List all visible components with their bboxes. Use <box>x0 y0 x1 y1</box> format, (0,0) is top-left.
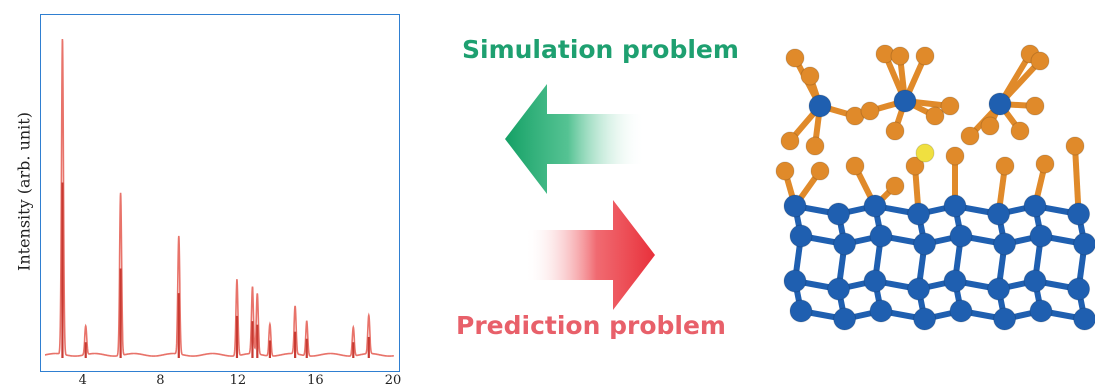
atom-56 <box>885 176 905 196</box>
spectrum-svg <box>44 38 394 358</box>
atom-54 <box>810 161 830 181</box>
atom-52 <box>1025 96 1045 116</box>
atom-6 <box>827 277 851 301</box>
atom-61 <box>1065 136 1085 156</box>
y-axis-label: Intensity (arb. unit) <box>14 112 34 271</box>
atom-12 <box>907 202 931 226</box>
atom-16 <box>943 194 967 218</box>
prediction-problem-label: Prediction problem <box>456 311 726 340</box>
atom-58 <box>945 146 965 166</box>
atom-33 <box>893 89 917 113</box>
atom-4 <box>827 202 851 226</box>
simulation-arrow-left <box>505 84 645 194</box>
atom-29 <box>1073 232 1095 256</box>
atom-42 <box>780 131 800 151</box>
atom-25 <box>1029 224 1053 248</box>
atom-9 <box>869 224 893 248</box>
atom-60 <box>1035 154 1055 174</box>
atom-2 <box>783 269 807 293</box>
atom-11 <box>869 299 893 323</box>
atom-51 <box>1010 121 1030 141</box>
atom-13 <box>913 232 937 256</box>
atom-28 <box>1067 202 1091 226</box>
atom-35 <box>785 48 805 68</box>
atom-27 <box>1029 299 1053 323</box>
x-tick-20: 20 <box>384 373 402 388</box>
atom-5 <box>833 232 857 256</box>
atom-14 <box>907 277 931 301</box>
atom-31 <box>1073 307 1095 331</box>
atom-19 <box>949 299 973 323</box>
atom-34 <box>988 92 1012 116</box>
atom-18 <box>943 269 967 293</box>
x-tick-16: 16 <box>307 373 324 388</box>
atom-57 <box>905 156 925 176</box>
atom-43 <box>805 136 825 156</box>
atom-20 <box>987 202 1011 226</box>
bond-78 <box>1072 145 1082 215</box>
atom-49 <box>960 126 980 146</box>
atom-46 <box>885 121 905 141</box>
atom-21 <box>993 232 1017 256</box>
atom-24 <box>1023 194 1047 218</box>
atom-7 <box>833 307 857 331</box>
atom-15 <box>913 307 937 331</box>
atom-47 <box>925 106 945 126</box>
atom-59 <box>995 156 1015 176</box>
atom-53 <box>775 161 795 181</box>
atom-10 <box>863 269 887 293</box>
simulation-problem-label: Simulation problem <box>462 35 739 64</box>
xrd-spectrum-plot <box>40 14 400 372</box>
atom-55 <box>845 156 865 176</box>
atom-36 <box>800 66 820 86</box>
atom-17 <box>949 224 973 248</box>
spectrum-line <box>44 38 394 357</box>
atom-62 <box>915 143 935 163</box>
x-tick-8: 8 <box>156 373 165 388</box>
atom-1 <box>789 224 813 248</box>
atom-39 <box>915 46 935 66</box>
atom-30 <box>1067 277 1091 301</box>
atom-48 <box>940 96 960 116</box>
atom-38 <box>890 46 910 66</box>
crystal-structure-model <box>775 44 1095 331</box>
atom-32 <box>808 94 832 118</box>
atom-50 <box>980 116 1000 136</box>
atom-26 <box>1023 269 1047 293</box>
atom-0 <box>783 194 807 218</box>
atom-22 <box>987 277 1011 301</box>
atom-41 <box>1030 51 1050 71</box>
prediction-arrow-right <box>525 200 655 310</box>
atom-45 <box>860 101 880 121</box>
x-tick-12: 12 <box>229 373 247 388</box>
atom-3 <box>789 299 813 323</box>
x-tick-4: 4 <box>78 373 87 388</box>
atom-23 <box>993 307 1017 331</box>
atom-8 <box>863 194 887 218</box>
